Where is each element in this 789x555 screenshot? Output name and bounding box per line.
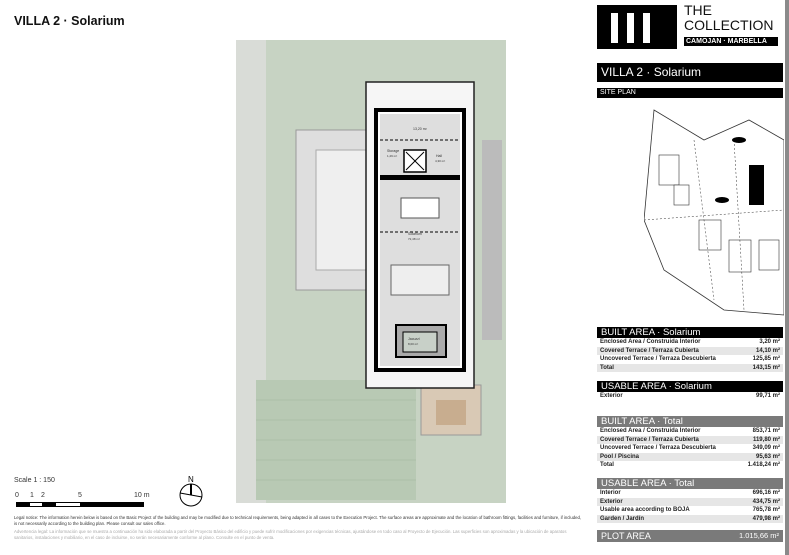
- usable-area-solarium: USABLE AREA · Solarium Exterior 99,71 m²: [597, 381, 783, 401]
- plan-label-jacuzzi: Jacuzzi: [408, 337, 420, 341]
- scale-tick: 5: [78, 492, 82, 499]
- area-value: 14,10 m²: [755, 347, 780, 354]
- area-row: Uncovered Terrace / Terraza Descubierta 3…: [597, 444, 783, 453]
- area-label: Total: [600, 364, 614, 371]
- plot-area: PLOT AREA 1.015,66 m²: [597, 530, 783, 542]
- area-row: Uncovered Terrace / Terraza Descubierta 1…: [597, 355, 783, 364]
- area-label: Uncovered Terrace / Terraza Descubierta: [600, 445, 716, 452]
- built-area-solarium: BUILT AREA · Solarium Enclosed Area / Co…: [597, 327, 783, 373]
- info-panel: THE COLLECTION CAMOJAN · MARBELLA VILLA …: [594, 0, 784, 555]
- plan-label-storage-area: 1,29 m²: [387, 154, 397, 158]
- area-row: Garden / Jardín 479,98 m²: [597, 514, 783, 524]
- page-edge: [785, 0, 789, 555]
- section-title: BUILT AREA · Total: [597, 416, 783, 427]
- scale-tick: 1: [30, 492, 34, 499]
- area-value: 434,75 m²: [752, 498, 780, 505]
- area-value: 3,20 m²: [759, 339, 780, 345]
- plan-label-jacuzzi-area: 8,00 m²: [408, 342, 418, 346]
- legal-notice-es: Advertencia legal: La información que se…: [14, 529, 567, 540]
- floor-plan: 13,20 m² Storage 1,29 m² Hall 4,30 m² So…: [236, 40, 506, 503]
- brand-line2: COLLECTION: [684, 17, 774, 33]
- area-row: Covered Terrace / Terraza Cubierta 14,10 …: [597, 346, 783, 356]
- area-value: 696,16 m²: [752, 490, 780, 496]
- brand-line1: THE: [684, 2, 712, 18]
- area-label: Garden / Jardín: [600, 515, 645, 522]
- plan-label-solarium: Solarium: [408, 232, 422, 236]
- area-label: Pool / Piscina: [600, 453, 640, 460]
- plot-area-value: 1.015,66 m²: [738, 531, 779, 540]
- page-title: VILLA 2 · Solarium: [14, 14, 125, 28]
- plan-label-storage: Storage: [387, 149, 399, 153]
- area-label: Usable area according to BOJA: [600, 507, 690, 514]
- area-value: 1.418,24 m²: [747, 462, 780, 469]
- scale-tick: 0: [15, 492, 19, 499]
- legal-notice-en: Legal notice: The information herein bel…: [14, 515, 582, 526]
- site-plan-label: SITE PLAN: [597, 88, 783, 98]
- area-row: Enclosed Area / Construida Interior 853,7…: [597, 427, 783, 436]
- area-value: 125,85 m²: [752, 356, 780, 363]
- area-row: Pool / Piscina 95,63 m²: [597, 452, 783, 462]
- area-label: Uncovered Terrace / Terraza Descubierta: [600, 356, 716, 363]
- plan-label-hall: Hall: [436, 154, 442, 158]
- area-value: 119,80 m²: [752, 436, 780, 443]
- plan-label-top: 13,20 m²: [413, 127, 428, 131]
- area-value: 99,71 m²: [755, 393, 780, 399]
- area-row: Usable area according to BOJA 765,78 m²: [597, 506, 783, 515]
- area-label: Enclosed Area / Construida Interior: [600, 428, 701, 434]
- area-label: Interior: [600, 490, 621, 496]
- area-row: Total 143,15 m²: [597, 363, 783, 373]
- area-label: Covered Terrace / Terraza Cubierta: [600, 347, 699, 354]
- area-label: Exterior: [600, 498, 623, 505]
- area-value: 853,71 m²: [752, 428, 780, 434]
- brand-location: CAMOJAN · MARBELLA: [684, 37, 778, 46]
- built-area-total: BUILT AREA · Total Enclosed Area / Const…: [597, 416, 783, 470]
- section-title: USABLE AREA · Solarium: [597, 381, 783, 392]
- area-row: Exterior 99,71 m²: [597, 392, 783, 401]
- section-title: USABLE AREA · Total: [597, 478, 783, 489]
- north-arrow-icon: N: [179, 475, 203, 507]
- scale-label: Scale 1 : 150: [14, 477, 55, 484]
- scale-tick: 10 m: [134, 492, 150, 499]
- area-label: Enclosed Area / Construida Interior: [600, 339, 701, 345]
- scale-tick: 2: [41, 492, 45, 499]
- area-row: Covered Terrace / Terraza Cubierta 119,80…: [597, 435, 783, 445]
- brand-logo: [597, 5, 677, 49]
- area-label: Covered Terrace / Terraza Cubierta: [600, 436, 699, 443]
- area-value: 143,15 m²: [752, 364, 780, 371]
- section-title: BUILT AREA · Solarium: [597, 327, 783, 338]
- area-label: Exterior: [600, 393, 623, 399]
- area-row: Interior 696,16 m²: [597, 489, 783, 498]
- site-plan-map: [644, 109, 784, 316]
- plot-area-label: PLOT AREA: [601, 531, 651, 541]
- area-value: 765,78 m²: [752, 507, 780, 514]
- area-row: Total 1.418,24 m²: [597, 461, 783, 470]
- area-value: 95,63 m²: [755, 453, 780, 460]
- area-value: 349,09 m²: [752, 445, 780, 452]
- area-row: Enclosed Area / Construida Interior 3,20 …: [597, 338, 783, 347]
- svg-text:N: N: [188, 475, 194, 484]
- plan-label-solarium-area: 72,48 m²: [408, 237, 420, 241]
- villa-title: VILLA 2 · Solarium: [597, 63, 783, 82]
- plan-label-hall-area: 4,30 m²: [435, 159, 445, 163]
- scale-bar: [16, 502, 144, 507]
- area-row: Exterior 434,75 m²: [597, 497, 783, 507]
- area-value: 479,98 m²: [752, 515, 780, 522]
- area-label: Total: [600, 462, 614, 469]
